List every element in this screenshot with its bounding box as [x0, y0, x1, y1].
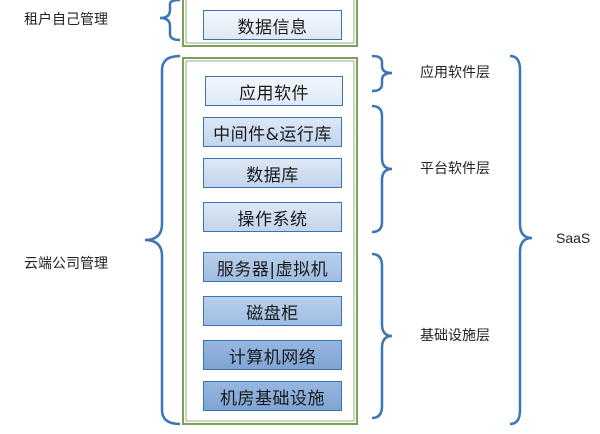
- layer-server-vm: 服务器|虚拟机: [203, 252, 342, 282]
- infra-layer-label: 基础设施层: [420, 328, 490, 344]
- infra-layer-brace: [371, 252, 393, 420]
- layer-middleware-runtime: 中间件&运行库: [203, 117, 342, 147]
- layer-datacenter-infra: 机房基础设施: [203, 381, 342, 411]
- layer-disk-array: 磁盘柜: [203, 296, 342, 326]
- layer-application: 应用软件: [205, 76, 343, 106]
- layer-data-info: 数据信息: [203, 10, 342, 40]
- app-layer-label: 应用软件层: [420, 65, 490, 81]
- layer-database: 数据库: [203, 158, 342, 188]
- saas-label: SaaS: [556, 230, 591, 246]
- platform-layer-label: 平台软件层: [420, 161, 490, 177]
- layer-operating-system: 操作系统: [203, 202, 342, 232]
- platform-layer-brace: [371, 104, 393, 234]
- layer-computer-network: 计算机网络: [203, 340, 342, 370]
- saas-brace: [509, 54, 533, 426]
- tenant-brace: [159, 0, 181, 42]
- cloud-managed-label: 云端公司管理: [24, 256, 108, 272]
- app-layer-brace: [371, 54, 393, 93]
- cloud-brace: [144, 54, 181, 426]
- tenant-managed-label: 租户自己管理: [24, 12, 108, 28]
- tenant-frame-inner: [185, 0, 355, 44]
- cloud-frame-inner: [185, 60, 355, 422]
